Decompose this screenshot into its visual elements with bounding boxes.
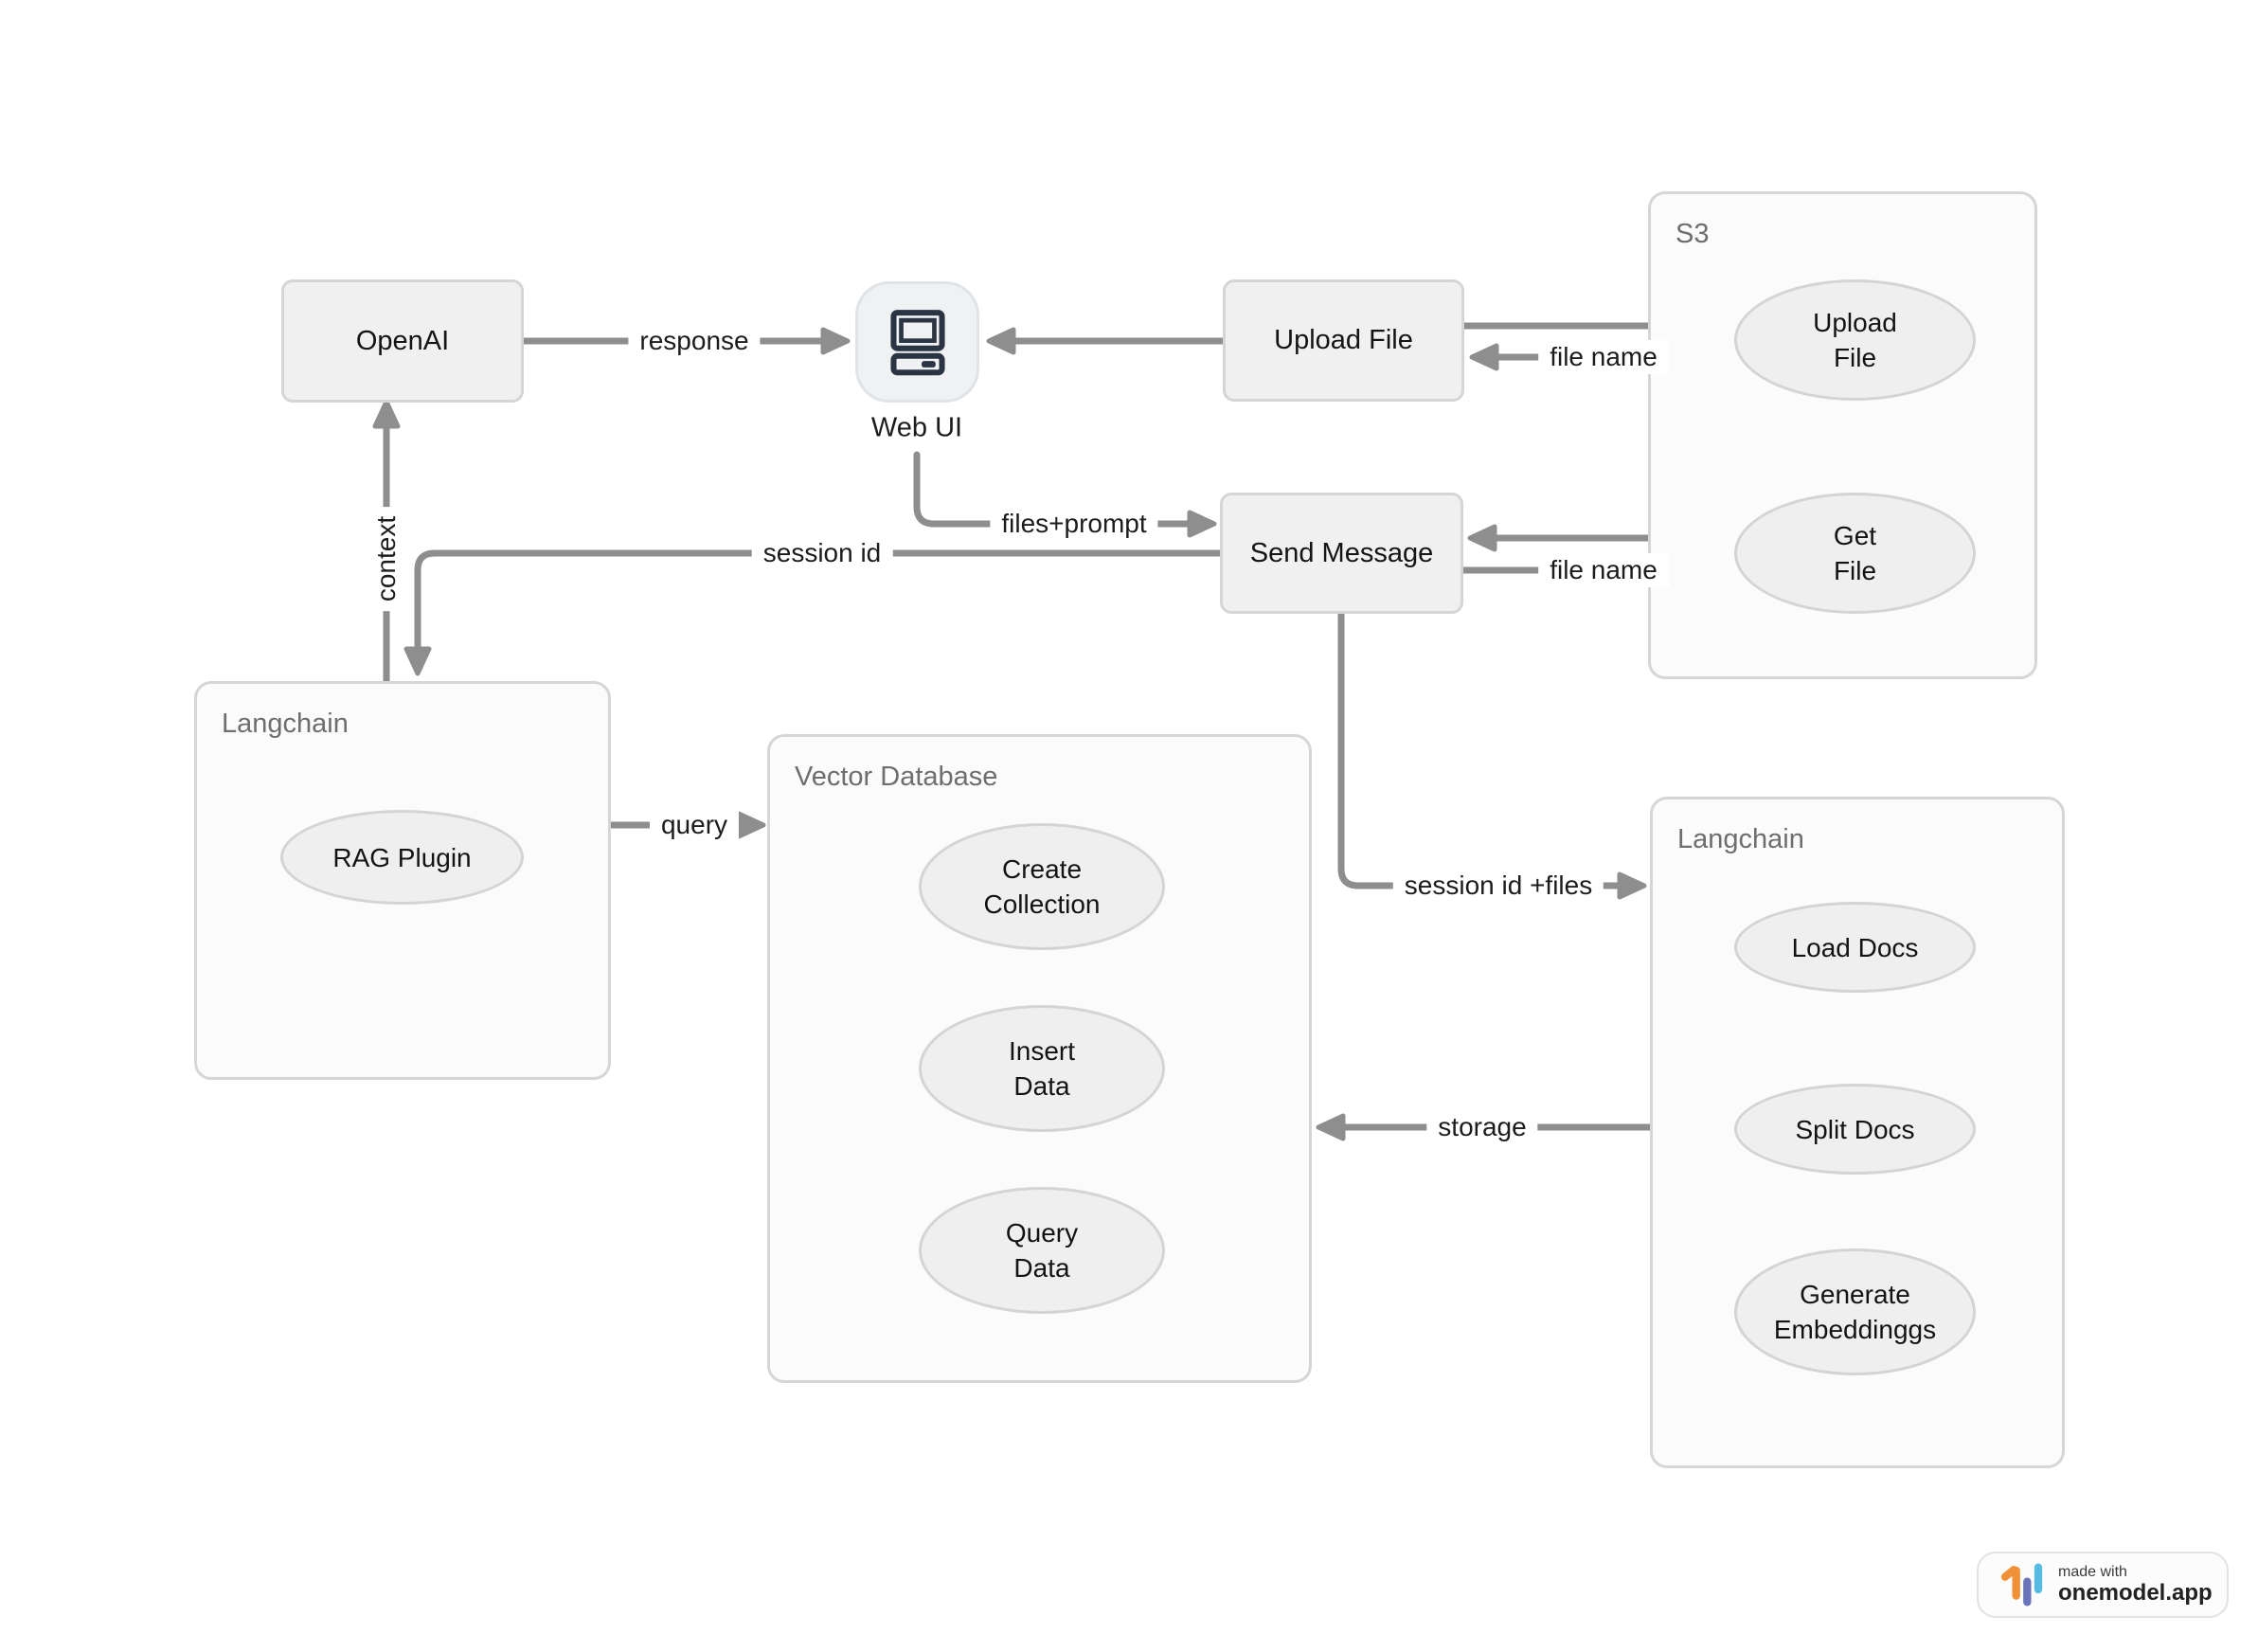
- process-rag-plugin[interactable]: RAG Plugin: [280, 810, 524, 905]
- container-langchain-left-label: Langchain: [222, 709, 349, 739]
- process-s3-get-file[interactable]: Get File: [1734, 493, 1976, 614]
- process-label: Load Docs: [1791, 932, 1919, 962]
- computer-icon: [889, 310, 945, 376]
- arrowhead-left-icon: [1316, 1113, 1346, 1141]
- process-query-data[interactable]: Query Data: [919, 1187, 1165, 1314]
- container-langchain-right-label: Langchain: [1677, 824, 1804, 854]
- node-web-ui-label: Web UI: [870, 412, 963, 443]
- badge-brand: onemodel.app: [2058, 1580, 2213, 1606]
- node-openai-label: OpenAI: [355, 325, 450, 356]
- process-label: RAG Plugin: [332, 842, 472, 872]
- process-label: File: [1833, 343, 1877, 372]
- arrowhead-down-icon: [403, 646, 432, 676]
- node-send-message[interactable]: Send Message: [1220, 493, 1463, 614]
- process-label: Split Docs: [1795, 1114, 1915, 1144]
- arrowhead-left-icon: [1469, 343, 1499, 371]
- process-label: Create: [1001, 854, 1083, 884]
- node-upload-file-label: Upload File: [1274, 325, 1413, 355]
- node-send-message-label: Send Message: [1249, 537, 1434, 568]
- process-label: Collection: [983, 889, 1101, 919]
- node-openai[interactable]: OpenAI: [281, 279, 524, 403]
- edge-label-query: query: [649, 808, 740, 842]
- process-label: Data: [1013, 1071, 1070, 1101]
- onemodel-badge[interactable]: made with onemodel.app: [1977, 1552, 2229, 1618]
- arrowhead-up-icon: [372, 399, 401, 429]
- process-create-collection[interactable]: Create Collection: [919, 823, 1165, 950]
- arrowhead-right-icon: [1187, 510, 1217, 538]
- process-split-docs[interactable]: Split Docs: [1734, 1084, 1976, 1175]
- process-label: File: [1833, 556, 1877, 585]
- edge-label-file-name-upload: file name: [1538, 340, 1669, 374]
- arrowhead-right-icon: [736, 811, 766, 839]
- process-load-docs[interactable]: Load Docs: [1734, 902, 1976, 993]
- node-web-ui[interactable]: [855, 281, 979, 403]
- process-label: Insert: [1008, 1036, 1076, 1066]
- process-label: Embeddinggs: [1773, 1315, 1937, 1344]
- edge-label-session-id: session id: [751, 536, 893, 570]
- arrowhead-right-icon: [1617, 871, 1647, 900]
- badge-made-with: made with: [2058, 1564, 2127, 1580]
- edge-label-files-prompt: files+prompt: [990, 507, 1158, 541]
- edge-uploadfile-to-webui: [986, 327, 1227, 355]
- arrowhead-left-icon: [1467, 524, 1497, 552]
- edge-session-id-files: [1337, 610, 1647, 900]
- edge-session-id: [403, 549, 1224, 676]
- edge-label-file-name-get: file name: [1538, 553, 1669, 587]
- process-generate-embeddings[interactable]: Generate Embeddinggs: [1734, 1248, 1976, 1375]
- arrowhead-left-icon: [986, 327, 1016, 355]
- onemodel-logo-icon: [2000, 1563, 2043, 1607]
- arrowhead-right-icon: [820, 327, 851, 355]
- edge-label-storage: storage: [1426, 1110, 1538, 1144]
- process-s3-upload-file[interactable]: Upload File: [1734, 279, 1976, 401]
- edge-label-response: response: [628, 324, 761, 358]
- edge-files-prompt: [913, 451, 1217, 538]
- process-insert-data[interactable]: Insert Data: [919, 1005, 1165, 1132]
- process-label: Data: [1013, 1253, 1070, 1283]
- process-label: Query: [1005, 1218, 1079, 1248]
- edge-label-context: context: [369, 506, 403, 612]
- process-label: Get: [1833, 521, 1877, 550]
- node-upload-file[interactable]: Upload File: [1223, 279, 1464, 402]
- container-vector-database-label: Vector Database: [795, 762, 998, 792]
- edge-label-session-id-files: session id +files: [1392, 869, 1604, 903]
- process-label: Upload: [1813, 308, 1897, 337]
- container-s3-label: S3: [1676, 219, 1710, 249]
- process-label: Generate: [1800, 1280, 1910, 1309]
